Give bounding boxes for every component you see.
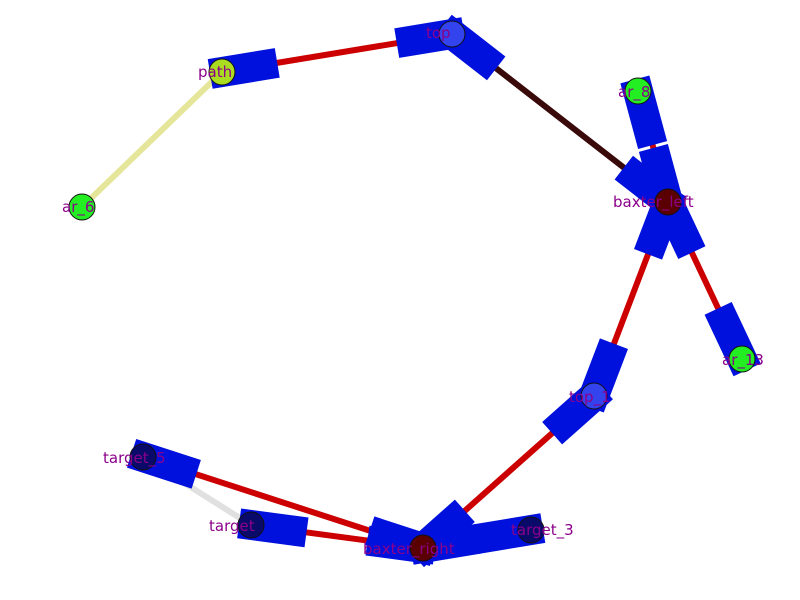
node-ar_6[interactable] [68,193,96,221]
node-label-ar_13: ar_13 [722,351,764,370]
node-target[interactable] [237,511,265,539]
nodes-layer [68,20,756,562]
edge-ar_6-path [79,69,225,210]
node-label-target_5: target_5 [103,449,166,468]
node-label-target: target [209,517,255,535]
node-label-target_3: target_3 [511,521,574,540]
node-top_1[interactable] [580,382,608,410]
node-label-ar_8: ar_8 [618,83,650,102]
node-ar_8[interactable] [624,77,652,105]
node-target_5[interactable] [129,443,157,471]
node-baxter_right[interactable] [409,534,437,562]
node-label-ar_6: ar_6 [62,198,94,217]
node-label-top_1: top_1 [569,388,611,407]
node-baxter_left[interactable] [654,188,682,216]
node-label-baxter_left: baxter_left [613,193,694,212]
node-target_3[interactable] [517,516,545,544]
node-path[interactable] [208,58,236,86]
node-top[interactable] [438,20,466,48]
node-label-baxter_right: baxter_right [363,540,455,559]
labels-layer: ar_6 path top ar_8 baxter_left ar_13 top_1targ… [62,24,764,559]
node-ar_13[interactable] [728,345,756,373]
node-label-top: top [426,24,451,42]
node-label-path: path [198,63,232,81]
